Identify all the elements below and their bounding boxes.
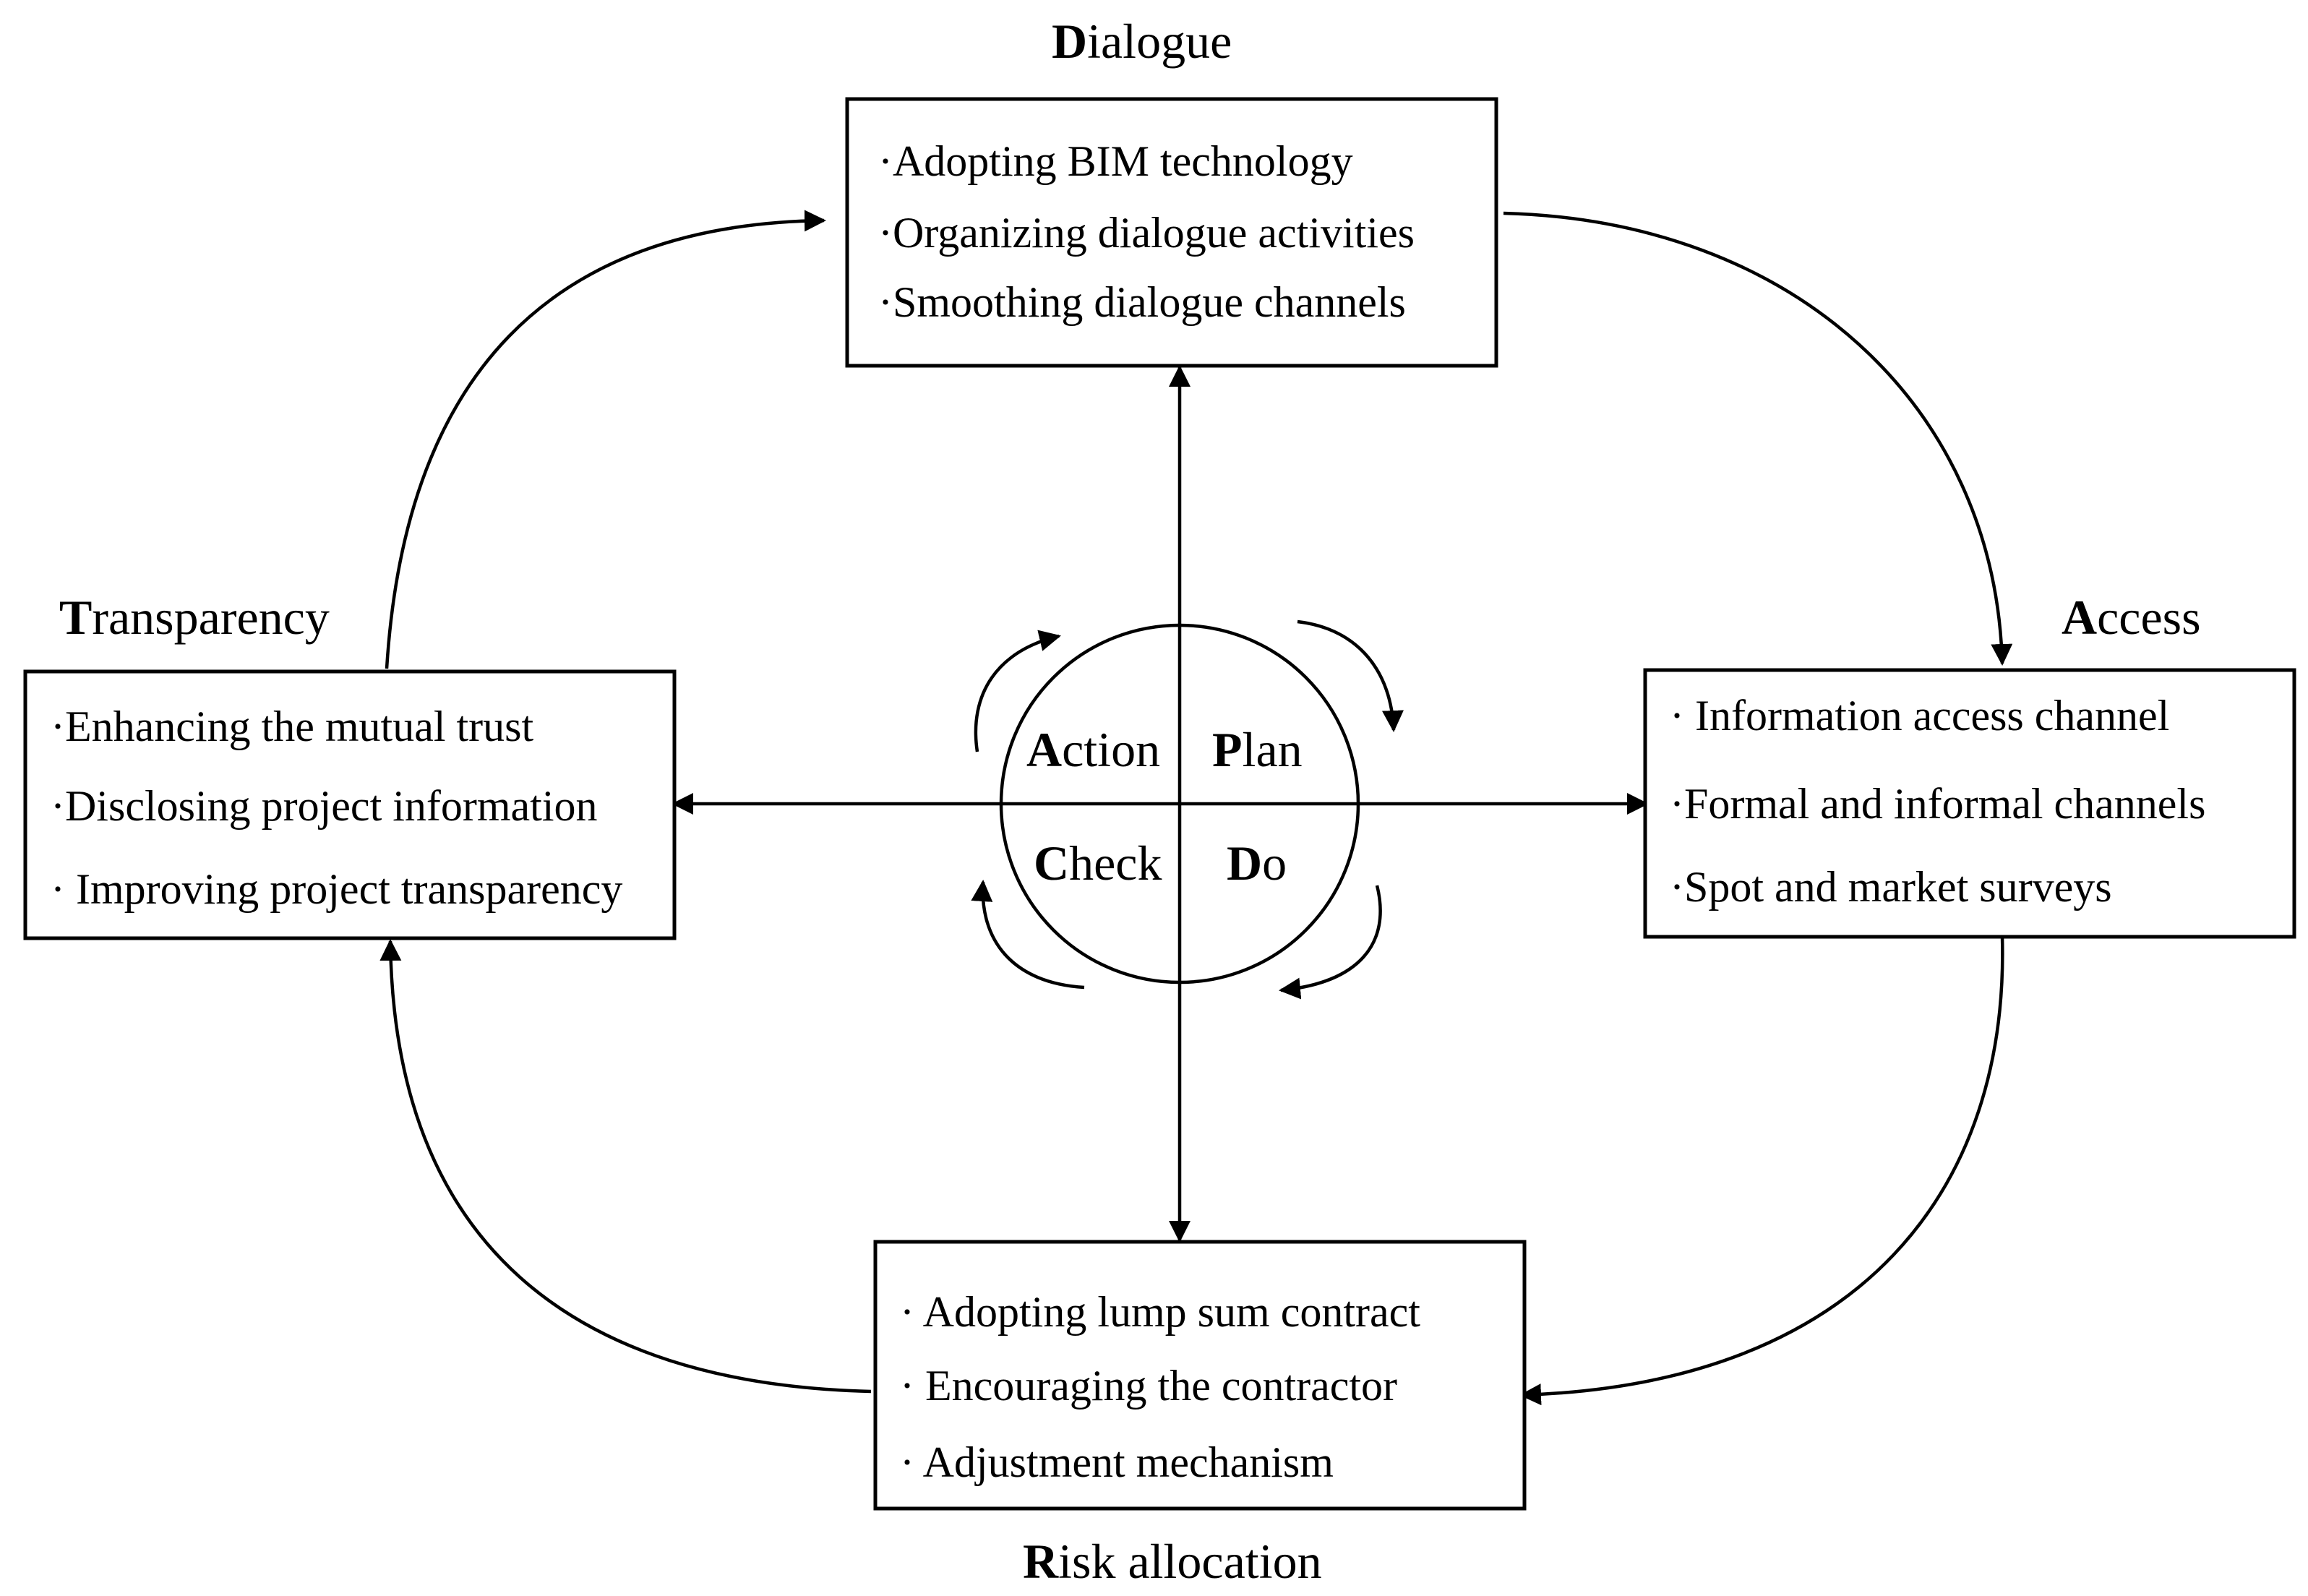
access-item: ·Spot and market surveys xyxy=(1670,863,2112,911)
risk-allocation-heading: Risk allocation xyxy=(1023,1534,1322,1589)
dialogue-item: ·Organizing dialogue activities xyxy=(878,209,1415,257)
access-box xyxy=(1643,668,2296,939)
arc-dialogue-to-access xyxy=(1503,211,2013,666)
pdca-action-label: Action xyxy=(1026,722,1160,777)
risk-allocation-item: · Adjustment mechanism xyxy=(900,1438,1334,1486)
rotation-arrow-top-left xyxy=(974,630,1061,752)
risk-allocation-box xyxy=(873,1240,1527,1511)
transparency-item: · Improving project transparency xyxy=(51,865,622,913)
transparency-heading: Transparency xyxy=(59,590,330,645)
arc-transparency-to-dialogue xyxy=(385,210,826,669)
pdca-check-label: Check xyxy=(1034,836,1162,891)
rotation-arrow-bottom-left xyxy=(971,880,1085,990)
access-item: · Information access channel xyxy=(1670,692,2169,739)
access-item: ·Formal and informal channels xyxy=(1670,780,2205,828)
access-heading: Access xyxy=(2062,590,2201,645)
transparency-box xyxy=(23,669,677,940)
dialogue-box xyxy=(845,97,1498,368)
dialogue-heading: Dialogue xyxy=(1052,14,1232,69)
risk-allocation-item: · Adopting lump sum contract xyxy=(900,1288,1420,1336)
rotation-arrow-top-right xyxy=(1297,619,1404,732)
transparency-item: ·Enhancing the mutual trust xyxy=(51,703,534,750)
rotation-arrow-bottom-right xyxy=(1279,885,1382,1000)
risk-allocation-item: · Encouraging the contractor xyxy=(900,1362,1397,1410)
pdca-do-label: Do xyxy=(1227,836,1287,891)
arc-risk-to-transparency xyxy=(379,939,872,1394)
dialogue-item: ·Smoothing dialogue channels xyxy=(878,278,1406,326)
dialogue-item: ·Adopting BIM technology xyxy=(878,137,1353,185)
arc-access-to-risk xyxy=(1519,935,2004,1406)
transparency-item: ·Disclosing project information xyxy=(51,782,598,830)
pdca-plan-label: Plan xyxy=(1212,722,1303,777)
